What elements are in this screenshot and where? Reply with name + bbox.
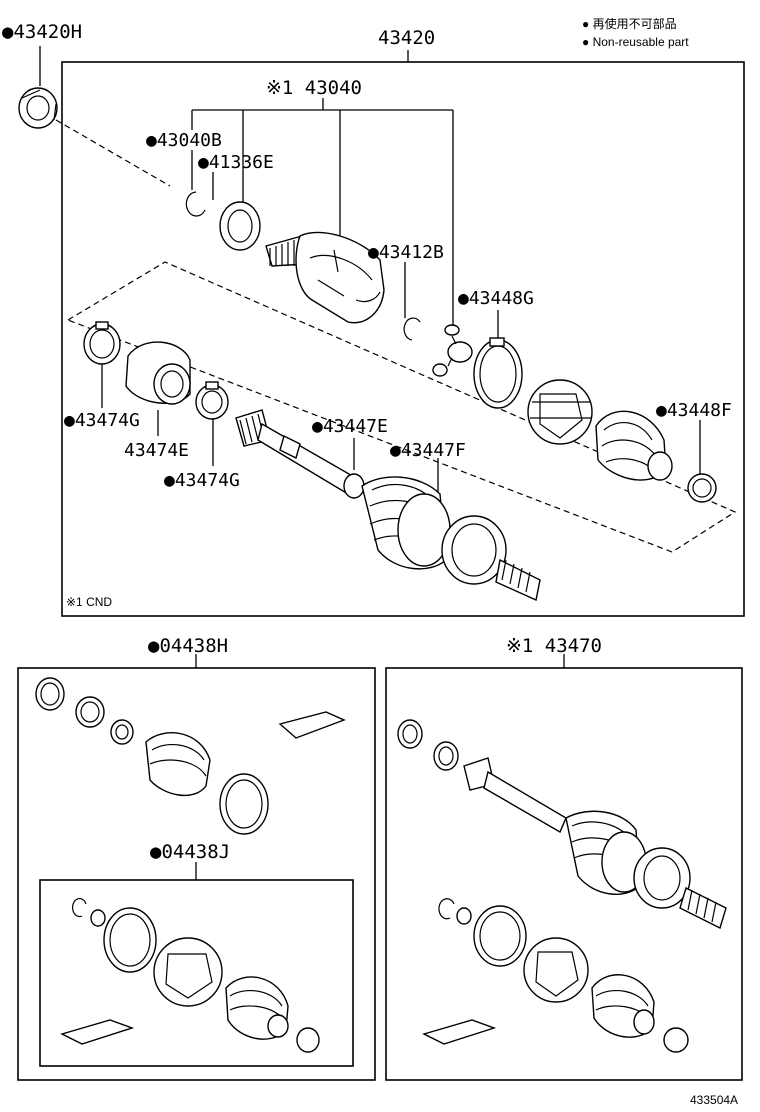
tripod-part	[432, 324, 473, 377]
assembly-43470-parts	[397, 719, 727, 1053]
label-43447E: ●43447E	[312, 416, 388, 437]
label-43040B: ●43040B	[146, 130, 222, 151]
seal-41336E-part	[219, 201, 261, 251]
label-43447F: ●43447F	[390, 440, 466, 461]
label-43448F: ●43448F	[656, 400, 732, 421]
clamp-43474G-top-part	[83, 321, 121, 365]
label-04438J: ●04438J	[150, 841, 230, 863]
clamp-43448F-part	[687, 473, 717, 503]
clamp-43474G-bot-part	[195, 381, 229, 420]
legend-item-en: ● Non-reusable part	[582, 35, 689, 49]
label-43448G: ●43448G	[458, 288, 534, 309]
label-43474E: 43474E	[124, 440, 189, 461]
kit-04438H-parts	[35, 677, 346, 835]
dashed-link-43420H	[55, 119, 171, 187]
note-cnd: ※1 CND	[66, 595, 112, 609]
label-43470: ※1 43470	[506, 635, 602, 657]
label-43474G-top: ●43474G	[64, 410, 140, 431]
label-43412B: ●43412B	[368, 242, 444, 263]
legend: ● 再使用不可部品 ● Non-reusable part	[582, 16, 689, 49]
kit-04438J-parts	[60, 897, 320, 1053]
outboard-boot-part	[595, 410, 673, 481]
inboard-joint-housing-part	[265, 231, 385, 324]
snap-ring-43040B-part	[185, 191, 206, 217]
seal-43420H-part	[18, 87, 58, 129]
drive-shaft-part	[235, 409, 541, 601]
dashed-region	[66, 261, 737, 553]
label-43474G-bot: ●43474G	[164, 470, 240, 491]
label-43040: ※1 43040	[266, 77, 362, 99]
label-41336E: ●41336E	[198, 152, 274, 173]
inboard-boot-part	[527, 379, 593, 445]
legend-item-jp: ● 再使用不可部品	[582, 16, 677, 31]
label-43420: 43420	[378, 27, 435, 49]
figure-id: 433504A	[690, 1093, 738, 1107]
label-04438H: ●04438H	[148, 635, 228, 657]
clamp-43448G-part	[473, 337, 523, 409]
snap-ring-43412B-part	[403, 317, 421, 341]
assembly-frame-43420	[61, 61, 745, 617]
deflector-43474E-part	[125, 341, 191, 405]
label-43420H: ●43420H	[2, 21, 82, 43]
